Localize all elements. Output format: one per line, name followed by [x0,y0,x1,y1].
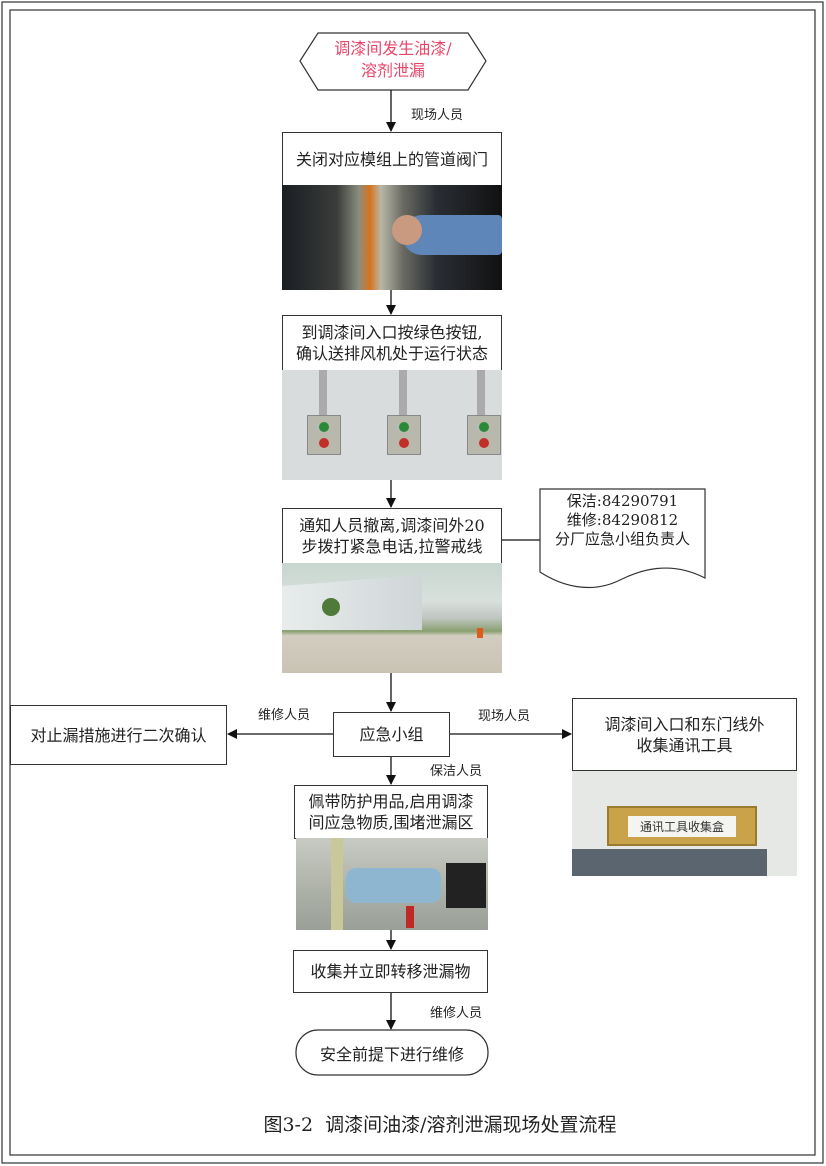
right-box-line2: 收集通讯工具 [636,735,733,755]
device-box-sign: 通讯工具收集盒 [627,815,736,837]
step6-text: 收集并立即转移泄漏物 [310,962,471,981]
step-notify-evacuate: 通知人员撤离,调漆间外20 步拨打紧急电话,拉警戒线 [282,508,502,564]
step-green-button: 到调漆间入口按绿色按钮, 确认送排风机处于运行状态 [282,315,502,371]
start-line2: 溶剂泄漏 [360,61,425,80]
photo-containment [296,838,488,930]
figure-caption: 图3-2 调漆间油漆/溶剂泄漏现场处置流程 [263,1114,617,1136]
end-terminal [295,1029,489,1076]
photo-valve [282,185,502,290]
step2-line1: 到调漆间入口按绿色按钮, [301,323,483,342]
label-cleaning: 保洁人员 [430,764,483,779]
step-close-valve: 关闭对应模组上的管道阀门 [282,132,502,186]
label-site-staff: 现场人员 [411,108,464,123]
team-text: 应急小组 [359,725,424,744]
step5-line2: 间应急物质,围堵泄漏区 [308,813,474,832]
end-text: 安全前提下进行维修 [319,1044,464,1064]
step5-line1: 佩带防护用品,启用调漆 [308,792,474,811]
photo-buttons [282,370,502,480]
step-protective-gear: 佩带防护用品,启用调漆 间应急物质,围堵泄漏区 [294,785,488,839]
end-event: 安全前提下进行维修 [296,1030,488,1075]
emergency-team: 应急小组 [333,712,450,757]
label-maintenance-bottom: 维修人员 [430,1006,483,1021]
label-site-staff-right: 现场人员 [478,709,531,724]
label-maintenance-left: 维修人员 [258,708,311,723]
left-box-second-confirm: 对止漏措施进行二次确认 [10,705,227,765]
contacts-text: 保洁:84290791 维修:84290812 分厂应急小组负责人 [540,492,705,549]
photo-device-box: 通讯工具收集盒 [572,771,797,876]
start-event-text: 调漆间发生油漆/ 溶剂泄漏 [318,38,468,82]
contact-maintenance: 维修:84290812 [566,511,679,529]
photo-hand [392,215,422,245]
step1-text: 关闭对应模组上的管道阀门 [295,149,488,169]
start-hexagon [299,32,487,91]
step3-line1: 通知人员撤离,调漆间外20 [299,516,485,535]
start-line1: 调漆间发生油漆/ [334,39,452,58]
photo-plant-exterior [282,563,502,673]
step3-line2: 步拨打紧急电话,拉警戒线 [301,537,483,556]
left-box-text: 对止漏措施进行二次确认 [30,725,207,745]
contact-cleaning: 保洁:84290791 [566,492,679,510]
step-collect-transfer: 收集并立即转移泄漏物 [293,950,488,993]
inner-border [9,9,816,1156]
step2-line2: 确认送排风机处于运行状态 [295,344,488,363]
contact-team-leader: 分厂应急小组负责人 [554,530,690,548]
contacts-document-shape [539,488,706,589]
right-box-line1: 调漆间入口和东门线外 [604,714,765,734]
right-box-collect-devices: 调漆间入口和东门线外 收集通讯工具 [572,698,797,771]
